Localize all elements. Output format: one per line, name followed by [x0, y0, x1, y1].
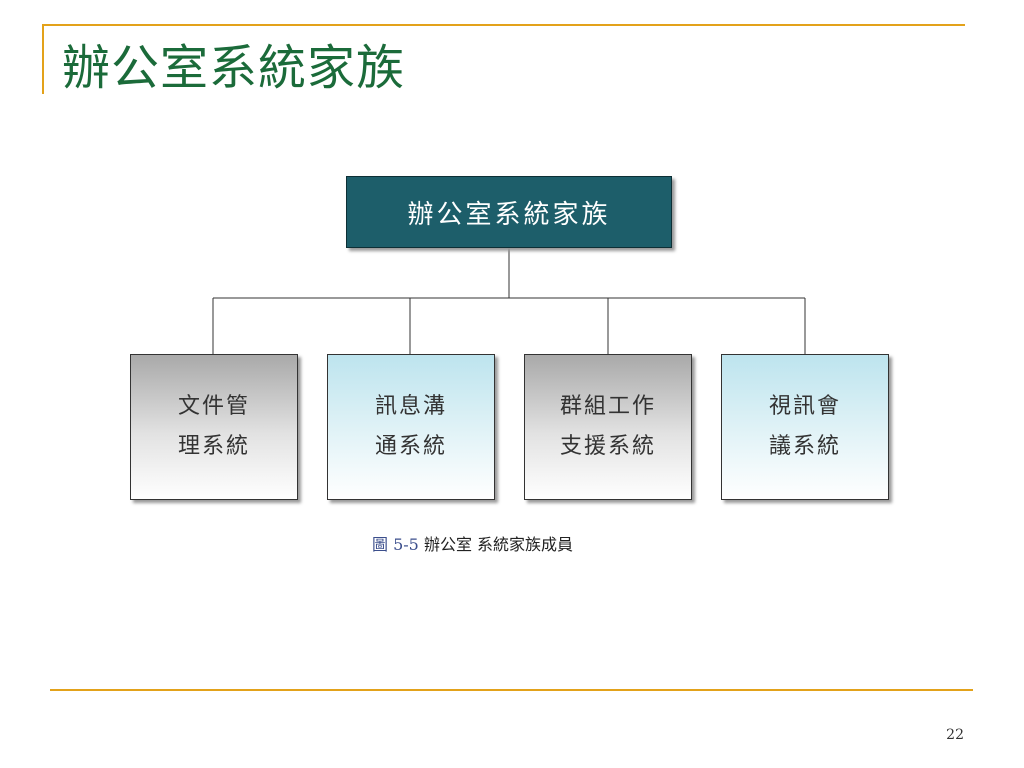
child-node-video-conferencing: 視訊會 議系統 [721, 354, 889, 500]
figure-caption-text: 辦公室 系統家族成員 [423, 535, 574, 554]
left-accent-line [42, 24, 44, 94]
page-number: 22 [946, 727, 964, 743]
child-node-messaging: 訊息溝 通系統 [327, 354, 495, 500]
child-node-groupware: 群組工作 支援系統 [524, 354, 692, 500]
figure-number: 圖 5-5 [372, 535, 419, 554]
child-node-label-line1: 訊息溝 [374, 394, 447, 419]
child-node-label-line1: 視訊會 [768, 394, 841, 419]
child-node-label-line2: 通系統 [374, 434, 447, 459]
child-node-document-management: 文件管 理系統 [130, 354, 298, 500]
root-node: 辦公室系統家族 [346, 176, 672, 248]
child-node-label-line2: 議系統 [768, 434, 841, 459]
child-node-label-line1: 群組工作 [559, 394, 656, 419]
child-node-label-line1: 文件管 [177, 394, 250, 419]
child-node-label-line2: 理系統 [177, 434, 250, 459]
child-node-label-line2: 支援系統 [559, 434, 656, 459]
root-node-label: 辦公室系統家族 [407, 199, 611, 230]
footer-accent-line [50, 689, 973, 691]
figure-caption: 圖 5-5 辦公室 系統家族成員 [372, 531, 573, 555]
top-accent-line [42, 24, 965, 26]
slide-title: 辦公室系統家族 [62, 40, 406, 96]
